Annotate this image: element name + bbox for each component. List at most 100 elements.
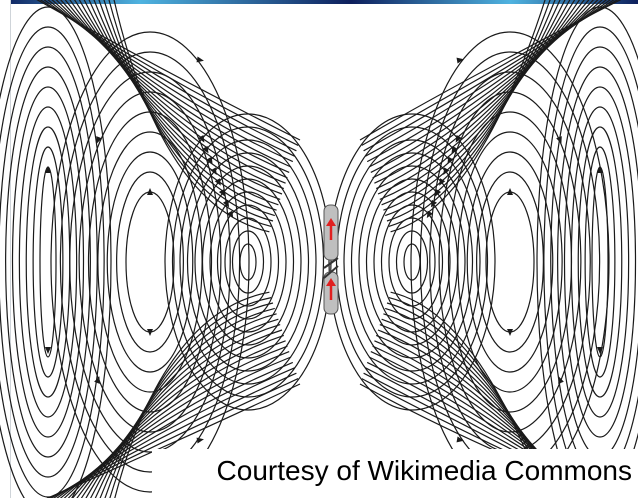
top-right-sweep [372,0,594,179]
top-left-sweep [39,0,299,146]
bottom-left-sweep [90,318,279,498]
field-arrow [426,210,433,219]
field-arrows [45,56,603,444]
top-left-sweep [47,0,295,157]
top-left-sweep [93,0,277,211]
top-right-sweep [381,0,571,206]
top-left-sweep [51,0,294,163]
far-field-loop [476,171,544,353]
field-arrow [556,136,562,144]
field-arrow [430,199,437,208]
far-field-loop [485,191,535,333]
top-right-sweep [366,0,607,163]
red-up-arrow-icon [326,218,336,240]
field-arrow [96,136,102,144]
top-left-sweep [43,0,297,152]
near-field-loop [201,178,295,346]
field-arrow [223,199,230,208]
field-arrow [451,145,458,154]
caption-background [152,449,638,498]
near-field-loop [365,178,459,346]
top-left-sweep [113,0,270,233]
field-arrow [443,167,450,175]
far-field-loop [97,131,203,393]
field-arrow [202,145,209,154]
top-band [0,0,638,4]
near-field-loop [239,243,257,281]
far-field-loop [557,66,638,458]
field-arrow [447,156,454,165]
field-arrow [597,347,603,354]
top-right-sweep [385,0,561,217]
bottom-left-sweep [63,351,290,498]
top-right-sweep [379,0,576,200]
far-field-loop [25,126,71,398]
field-arrow [147,329,153,336]
top-left-sweep [78,0,283,195]
far-field-loop [125,191,175,333]
far-field-loop [550,46,638,478]
figure-caption: Courtesy of Wikimedia Commons [216,455,632,486]
near-field-loop [164,113,332,411]
field-arrow [206,156,213,165]
bottom-left-sweep [104,302,274,498]
red-up-arrow-icon [326,278,336,300]
far-field-loop [11,86,85,438]
top-left-sweep [103,0,274,222]
top-left-sweep [83,0,281,200]
field-arrow [45,347,51,354]
near-field-loop [358,165,466,359]
top-left-sweep [64,0,288,179]
field-arrow [558,376,564,384]
top-left-sweep [98,0,275,217]
top-right-sweep [368,0,603,168]
top-right-sweep [386,0,556,222]
far-field-loop [584,146,616,378]
top-right-sweep [390,0,546,233]
field-arrow [94,376,100,384]
far-field-loop [116,171,184,353]
top-left-sweep [69,0,286,184]
far-field-loop [18,106,78,418]
top-right-sweep [388,0,551,227]
bottom-left-sweep [85,324,281,498]
far-field-loop [466,151,554,373]
far-field-loop [457,131,563,393]
far-field-loop [32,146,64,378]
bottom-left-sweep [59,356,292,498]
bottom-left-sweep [67,345,288,498]
top-right-sweep [377,0,581,195]
top-right-sweep [363,0,615,152]
field-arrow [196,437,204,444]
field-arrow [227,210,234,219]
bottom-left-sweep [56,361,294,498]
field-arrow [507,188,513,195]
far-field-loop [106,151,194,373]
top-right-sweep [370,0,599,173]
dipole-antenna-icon [323,204,339,315]
bottom-left-sweep [114,291,270,498]
field-arrow [198,135,205,143]
bottom-left-sweep [109,297,272,498]
antenna-gap-line [323,257,339,269]
top-left-sweep [108,0,272,227]
top-right-sweep [365,0,611,157]
field-arrow [456,436,464,443]
bottom-left-sweep [72,340,286,498]
bottom-left-sweep [53,367,295,498]
antenna-gap-line [323,265,339,279]
field-arrow [45,166,51,173]
far-field-loop [39,166,57,358]
near-field-loop [350,152,474,372]
top-left-sweep [60,0,290,173]
near-field-loop [403,243,421,281]
field-arrow [456,57,464,64]
field-arrow [214,178,221,186]
field-arrow [439,178,446,186]
bottom-left-sweep [94,313,277,498]
far-field-loop [0,26,105,498]
near-field-loop [328,113,496,411]
bottom-left-sweep [76,334,284,498]
far-field-loop [50,31,250,493]
field-arrow [435,189,442,197]
